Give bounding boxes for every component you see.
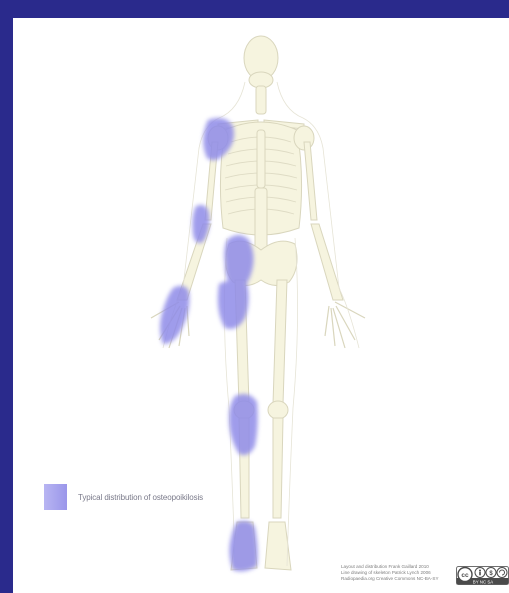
region-left-knee <box>229 394 258 455</box>
credit-line-3: Radiopaedia.org Creative Commons NC-BA-S… <box>341 576 439 582</box>
right-tibia <box>273 418 283 518</box>
lumbar-spine <box>255 188 267 250</box>
right-femur <box>273 280 287 404</box>
creative-commons-icon: cc $ BY NC SA <box>456 566 509 585</box>
region-left-wrist-hand <box>160 286 189 344</box>
right-humerus <box>304 142 317 220</box>
sternum <box>257 130 265 188</box>
diagram-canvas: Typical distribution of osteopoikilosis … <box>13 18 509 593</box>
license-text: BY NC SA <box>473 579 493 584</box>
right-forearm <box>311 224 343 300</box>
legend-swatch <box>44 484 67 510</box>
cervical-spine <box>256 86 266 114</box>
right-knee <box>268 401 288 419</box>
svg-text:cc: cc <box>461 572 469 579</box>
legend: Typical distribution of osteopoikilosis <box>44 484 203 510</box>
legend-label: Typical distribution of osteopoikilosis <box>78 493 203 502</box>
credits: Layout and distribution Frank Gaillard 2… <box>341 564 439 583</box>
right-hand <box>325 302 365 348</box>
